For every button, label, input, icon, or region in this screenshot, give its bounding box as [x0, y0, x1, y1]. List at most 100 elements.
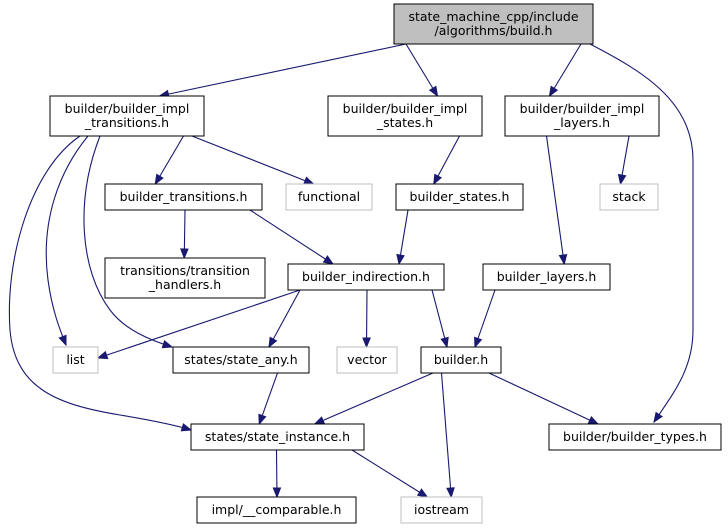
node-label: functional: [298, 189, 360, 204]
arrowhead-icon: [440, 336, 449, 349]
node-transition-handlers[interactable]: transitions/transition_handlers.h: [104, 257, 266, 299]
node-label: /algorithms/build.h: [435, 23, 553, 38]
arrowhead-icon: [58, 334, 67, 347]
node-builder-types[interactable]: builder/builder_types.h: [548, 423, 722, 451]
arrowhead-icon: [272, 487, 282, 499]
arrowhead-icon: [653, 411, 663, 424]
edge-builder-indirection-to-vector: [362, 289, 371, 349]
node-label: builder/builder_impl: [65, 101, 190, 116]
edge-line: [97, 289, 301, 359]
edge-builder-transitions-to-builder-indirection: [249, 209, 335, 265]
arrowhead-icon: [161, 339, 174, 349]
node-iostream: iostream: [400, 496, 483, 524]
node-label: impl/__comparable.h: [212, 502, 342, 517]
edge-line: [545, 135, 565, 265]
node-state-any[interactable]: states/state_any.h: [172, 346, 310, 374]
node-builder-transitions[interactable]: builder_transitions.h: [104, 183, 263, 211]
node-comparable[interactable]: impl/__comparable.h: [196, 496, 357, 524]
edge-impl-transitions-to-state-instance: [8, 135, 193, 432]
edge-root-to-impl-transitions: [158, 43, 407, 99]
edge-line: [405, 43, 438, 97]
arrowhead-icon: [268, 336, 278, 349]
edge-line: [249, 209, 334, 265]
node-box: [285, 183, 373, 211]
arrowhead-icon: [474, 336, 483, 349]
edge-builder-transitions-to-transition-handlers: [180, 209, 189, 260]
node-label: iostream: [414, 502, 469, 517]
edge-line: [351, 449, 428, 498]
node-box: [49, 95, 205, 137]
node-box: [400, 496, 483, 524]
node-box: [504, 95, 660, 137]
edge-state-instance-to-comparable: [272, 449, 282, 499]
edge-impl-layers-to-builder-layers: [545, 135, 568, 266]
edge-line: [268, 289, 301, 348]
edge-line: [549, 43, 582, 97]
arrowhead-icon: [180, 423, 193, 432]
node-box: [336, 346, 398, 374]
node-box: [52, 346, 99, 374]
arrowhead-icon: [416, 488, 429, 498]
node-impl-states[interactable]: builder/builder_impl_states.h: [327, 95, 483, 137]
node-label: builder_layers.h: [497, 269, 597, 284]
arrowhead-icon: [313, 416, 326, 425]
node-root[interactable]: state_machine_cpp/include/algorithms/bui…: [393, 3, 594, 45]
node-label: _transitions.h: [84, 115, 169, 130]
edge-impl-transitions-to-functional: [191, 135, 315, 185]
edge-root-to-builder-types: [589, 43, 694, 424]
edge-line: [314, 372, 434, 425]
node-box: [104, 183, 263, 211]
node-vector: vector: [336, 346, 398, 374]
node-label: builder.h: [434, 352, 488, 367]
node-box: [548, 423, 722, 451]
node-label: states/state_any.h: [184, 352, 297, 367]
edge-impl-transitions-to-state-any: [83, 135, 174, 349]
arrowhead-icon: [428, 85, 439, 98]
edge-line: [365, 289, 368, 348]
node-builder-indirection[interactable]: builder_indirection.h: [287, 263, 445, 291]
arrowhead-icon: [180, 248, 189, 260]
node-impl-transitions[interactable]: builder/builder_impl_transitions.h: [49, 95, 205, 137]
node-stack: stack: [599, 183, 659, 211]
node-label: states/state_instance.h: [205, 429, 350, 444]
arrowhead-icon: [96, 350, 109, 360]
node-label: builder_transitions.h: [120, 189, 248, 204]
node-box: [287, 263, 445, 291]
edge-root-to-impl-layers: [548, 43, 582, 98]
arrowhead-icon: [446, 487, 455, 499]
node-box: [172, 346, 310, 374]
arrowhead-icon: [617, 173, 627, 186]
node-box: [327, 95, 483, 137]
edge-builder-to-builder-types: [488, 372, 600, 425]
edge-line: [45, 135, 89, 346]
node-builder[interactable]: builder.h: [420, 346, 502, 374]
node-label: _layers.h: [553, 115, 610, 130]
node-label: builder_states.h: [410, 189, 510, 204]
edges: [8, 43, 694, 499]
edge-root-to-impl-states: [405, 43, 439, 98]
nodes: state_machine_cpp/include/algorithms/bui…: [49, 3, 722, 524]
edge-builder-indirection-to-state-any: [268, 289, 301, 349]
edge-state-any-to-state-instance: [258, 372, 279, 426]
node-label: list: [66, 352, 84, 367]
node-label: builder/builder_impl: [343, 101, 468, 116]
node-label: state_machine_cpp/include: [408, 9, 578, 24]
edge-line: [191, 135, 314, 185]
edge-impl-transitions-to-builder-transitions: [154, 135, 184, 186]
node-list: list: [52, 346, 99, 374]
node-impl-layers[interactable]: builder/builder_impl_layers.h: [504, 95, 660, 137]
node-box: [196, 496, 357, 524]
edge-line: [159, 43, 407, 97]
node-builder-states[interactable]: builder_states.h: [395, 183, 524, 211]
arrowhead-icon: [322, 255, 335, 265]
arrowhead-icon: [587, 416, 600, 425]
node-builder-layers[interactable]: builder_layers.h: [482, 263, 611, 291]
edge-impl-states-to-builder-states: [433, 135, 460, 186]
node-state-instance[interactable]: states/state_instance.h: [190, 423, 365, 451]
arrowhead-icon: [303, 176, 315, 185]
edge-builder-layers-to-builder: [474, 289, 496, 349]
arrowhead-icon: [258, 413, 267, 426]
edge-line: [8, 135, 192, 431]
node-label: builder/builder_impl: [520, 101, 645, 116]
arrowhead-icon: [362, 337, 371, 349]
